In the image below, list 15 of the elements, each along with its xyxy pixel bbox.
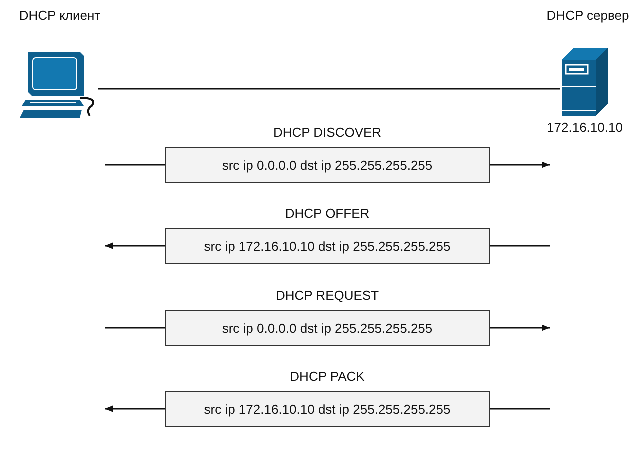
message-title: DHCP REQUEST xyxy=(276,288,380,303)
arrow xyxy=(105,242,165,250)
device-label: DHCP клиент xyxy=(19,8,101,23)
device-label: DHCP сервер xyxy=(546,8,630,23)
packet-box: src ip 0.0.0.0 dst ip 255.255.255.255 xyxy=(165,147,490,183)
message-title: DHCP OFFER xyxy=(285,206,370,221)
message-title: DHCP PACK xyxy=(290,369,365,384)
message-title: DHCP DISCOVER xyxy=(273,125,382,140)
packet-box: src ip 172.16.10.10 dst ip 255.255.255.255 xyxy=(165,228,490,264)
arrow xyxy=(490,162,550,168)
arrow xyxy=(105,406,165,412)
arrow xyxy=(490,324,550,332)
packet-box: src ip 172.16.10.10 dst ip 255.255.255.255 xyxy=(165,391,490,427)
ip-address-label: 172.16.10.10 xyxy=(546,120,624,135)
packet-box: src ip 0.0.0.0 dst ip 255.255.255.255 xyxy=(165,310,490,346)
